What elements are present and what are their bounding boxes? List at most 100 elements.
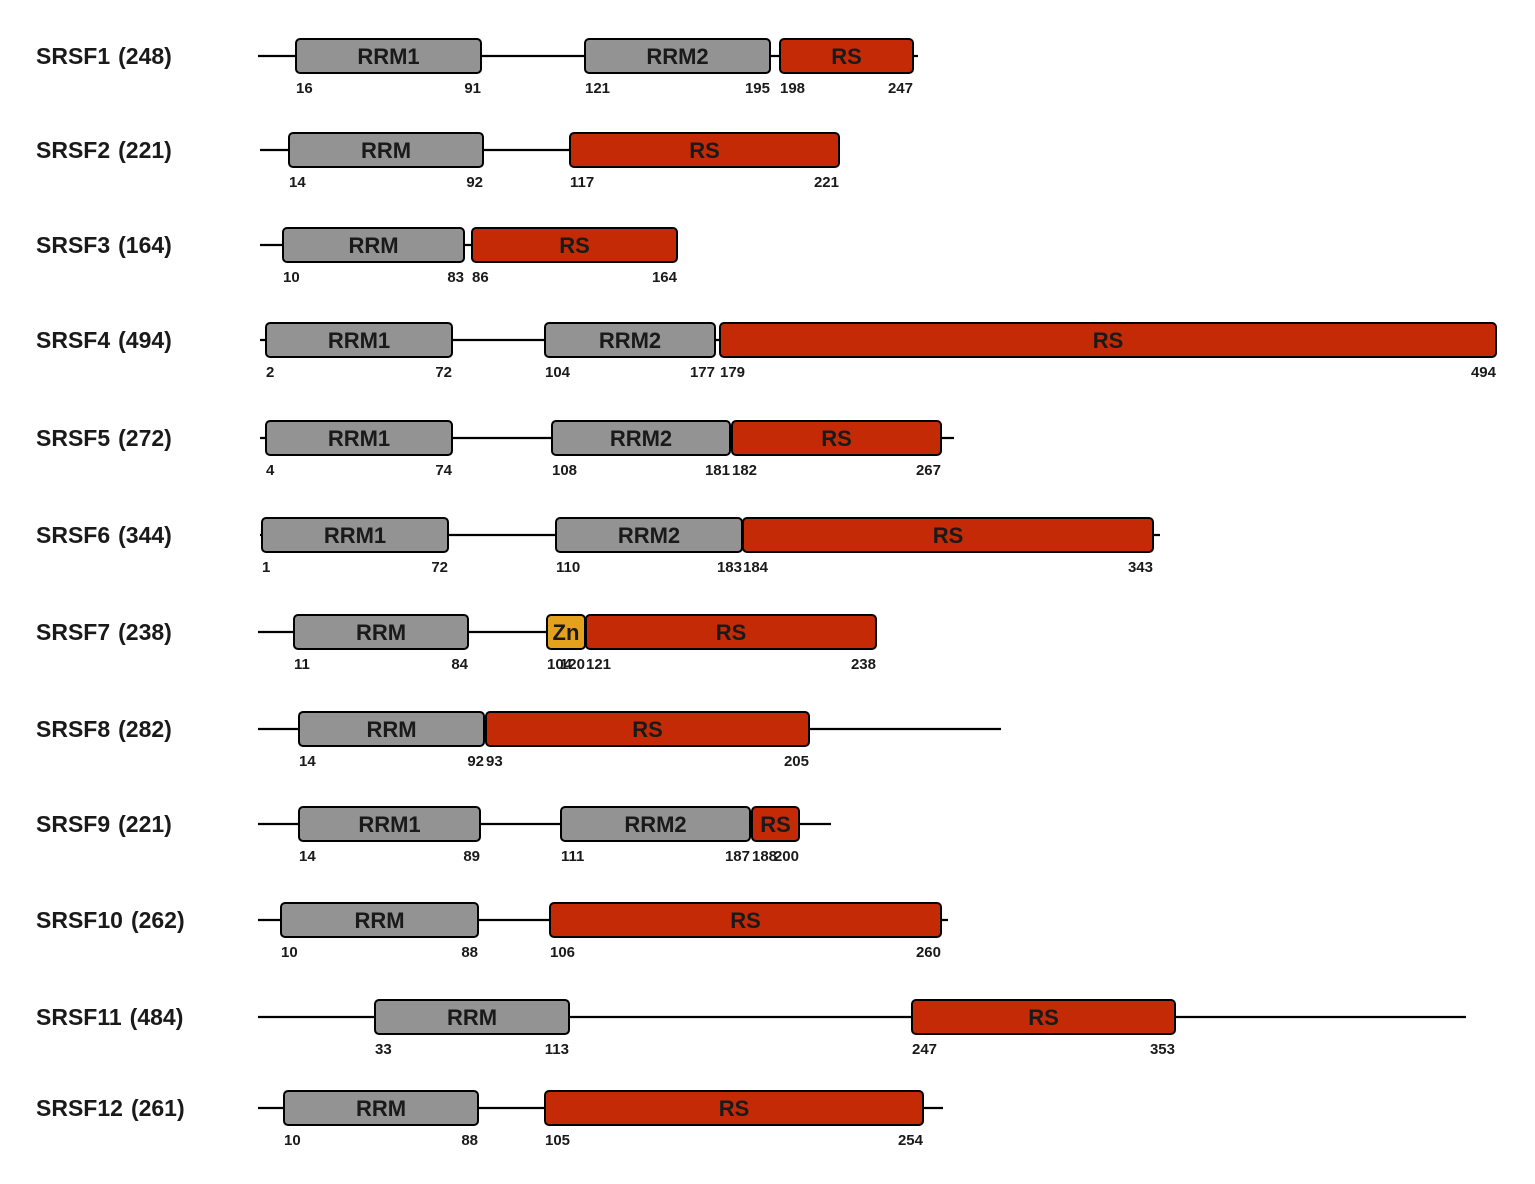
- domain-label: RRM2: [646, 44, 708, 69]
- domain-start: 198: [780, 80, 805, 97]
- domain-start: 104: [547, 656, 573, 673]
- domain-end: 260: [916, 944, 941, 961]
- domain-end: 353: [1150, 1041, 1175, 1058]
- domain-end: 183: [717, 559, 742, 576]
- domain-box: [265, 322, 453, 358]
- domain-end: 187: [725, 848, 750, 865]
- domain-start: 33: [375, 1041, 392, 1058]
- domain-end: 177: [690, 364, 715, 381]
- protein-id: SRSF12: [36, 1095, 123, 1121]
- domain-start: 104: [545, 364, 571, 381]
- domain-label: RRM1: [358, 812, 420, 837]
- domain-label: RRM2: [624, 812, 686, 837]
- domain-box: [560, 806, 751, 842]
- domain-start: 110: [556, 559, 580, 576]
- domain-box: [585, 614, 877, 650]
- protein-length: (272): [118, 425, 172, 451]
- protein-name: SRSF12(261): [36, 1095, 185, 1121]
- domain-start: 106: [550, 944, 575, 961]
- domain-label: RS: [689, 138, 720, 163]
- protein-length: (282): [118, 716, 172, 742]
- protein-length: (248): [118, 43, 172, 69]
- domain-box: [551, 420, 731, 456]
- domain-end: 267: [916, 462, 941, 479]
- domain-end: 494: [1471, 364, 1497, 381]
- protein-length: (262): [131, 907, 185, 933]
- domain-end: 247: [888, 80, 913, 97]
- protein-name: SRSF1(248): [36, 43, 172, 69]
- protein-length: (238): [118, 619, 172, 645]
- domain-end: 74: [435, 462, 452, 479]
- domain-box: [374, 999, 570, 1035]
- protein-length: (494): [118, 327, 172, 353]
- domain-rrm: RRM2 110 183: [555, 517, 743, 576]
- domain-start: 10: [283, 269, 300, 286]
- protein-id: SRSF8: [36, 716, 110, 742]
- domain-label: RRM: [356, 1096, 406, 1121]
- protein-id: SRSF7: [36, 619, 110, 645]
- domain-rrm: RRM2 121 195: [584, 38, 771, 97]
- domain-end: 89: [463, 848, 480, 865]
- protein-name: SRSF11(484): [36, 1004, 183, 1030]
- domain-label: RRM2: [610, 426, 672, 451]
- domain-label: RRM: [354, 908, 404, 933]
- protein-length: (344): [118, 522, 172, 548]
- protein-length: (221): [118, 811, 172, 837]
- domain-end: 84: [451, 656, 468, 673]
- domain-label: RRM2: [618, 523, 680, 548]
- domain-start: 247: [912, 1041, 937, 1058]
- domain-label: RRM: [348, 233, 398, 258]
- domain-end: 164: [652, 269, 678, 286]
- domain-end: 181: [705, 462, 730, 479]
- domain-label: RS: [559, 233, 590, 258]
- domain-end: 88: [461, 944, 478, 961]
- domain-end: 92: [466, 174, 483, 191]
- domain-box: [485, 711, 810, 747]
- domain-label: RS: [632, 717, 663, 742]
- domain-end: 254: [898, 1132, 924, 1149]
- domain-box: [293, 614, 469, 650]
- domain-end: 113: [545, 1041, 569, 1058]
- domain-start: 117: [570, 174, 594, 191]
- domain-start: 182: [732, 462, 757, 479]
- protein-id: SRSF6: [36, 522, 110, 548]
- domain-label: RRM: [447, 1005, 497, 1030]
- protein-name: SRSF6 (344): [36, 522, 172, 548]
- domain-start: 121: [586, 656, 611, 673]
- domain-box: [751, 806, 800, 842]
- domain-box: [280, 902, 479, 938]
- protein-name: SRSF4(494): [36, 327, 172, 353]
- domain-box: [719, 322, 1497, 358]
- domain-label: RRM: [356, 620, 406, 645]
- domain-box: [283, 1090, 479, 1126]
- domain-start: 121: [585, 80, 610, 97]
- domain-end: 195: [745, 80, 770, 97]
- domain-start: 86: [472, 269, 489, 286]
- domain-start: 111: [561, 848, 584, 865]
- domain-label: RRM: [366, 717, 416, 742]
- domain-end: 92: [467, 753, 484, 770]
- domain-start: 1: [262, 559, 270, 576]
- domain-start: 10: [281, 944, 298, 961]
- domain-box: [261, 517, 449, 553]
- domain-end: 91: [464, 80, 481, 97]
- domain-start: 10: [284, 1132, 301, 1149]
- domain-label: RS: [716, 620, 747, 645]
- protein-id: SRSF3: [36, 232, 110, 258]
- protein-name: SRSF3(164): [36, 232, 172, 258]
